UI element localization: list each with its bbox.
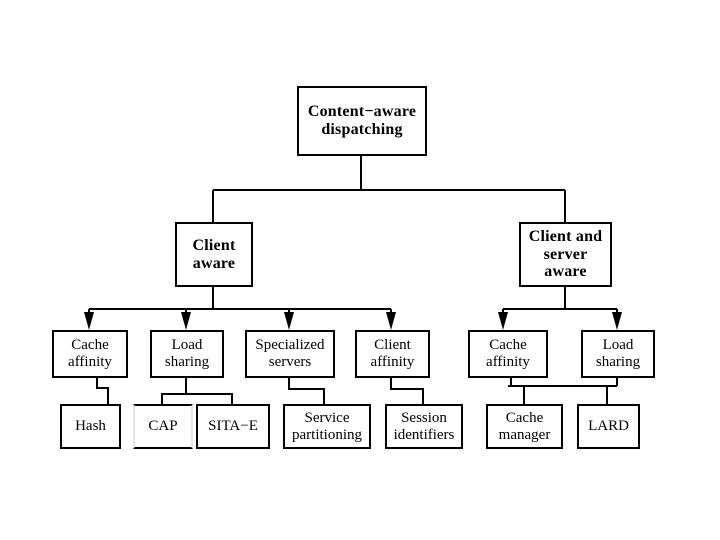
node-cap[interactable]: CAP — [133, 404, 193, 449]
node-service-partitioning[interactable]: Service partitioning — [283, 404, 371, 449]
node-hash[interactable]: Hash — [60, 404, 121, 449]
arrowhead-cache-affinity-left — [84, 312, 94, 330]
node-label: Load sharing — [164, 337, 210, 370]
node-client-and-server-aware[interactable]: Client and server aware — [519, 222, 612, 287]
node-label: LARD — [588, 418, 629, 435]
node-label: Cache affinity — [68, 337, 112, 370]
node-cache-manager[interactable]: Cache manager — [486, 404, 563, 449]
node-cache-affinity-client-server[interactable]: Cache affinity — [468, 330, 548, 378]
arrowhead-specialized-servers — [284, 312, 294, 330]
node-cache-affinity-client[interactable]: Cache affinity — [52, 330, 128, 378]
node-sita-e[interactable]: SITA−E — [196, 404, 270, 449]
node-label: Cache affinity — [486, 337, 530, 370]
edge-specialized-servicepart — [288, 378, 325, 404]
node-client-aware[interactable]: Client aware — [175, 222, 253, 287]
arrowhead-client-affinity — [386, 312, 396, 330]
node-label: Specialized servers — [255, 337, 325, 370]
node-label: Content−aware dispatching — [307, 103, 417, 138]
node-label: Load sharing — [595, 337, 641, 370]
edge-loadsharing-lard — [606, 378, 618, 404]
edge-loadsharing-cap-sitae — [161, 378, 233, 404]
node-label: Session identifiers — [393, 409, 455, 443]
node-specialized-servers[interactable]: Specialized servers — [245, 330, 335, 378]
node-lard[interactable]: LARD — [577, 404, 640, 449]
node-label: Client affinity — [370, 337, 415, 370]
node-label: Client aware — [192, 236, 236, 272]
node-load-sharing-client[interactable]: Load sharing — [150, 330, 224, 378]
arrowhead-load-sharing-left — [181, 312, 191, 330]
node-label: Client and server aware — [528, 227, 603, 281]
edge-cacheaffinity-cachemanager — [510, 378, 525, 404]
node-label: SITA−E — [208, 418, 258, 435]
edge-clientaffinity-sessionid — [390, 378, 424, 404]
node-load-sharing-client-server[interactable]: Load sharing — [581, 330, 655, 378]
node-label: CAP — [148, 418, 178, 435]
node-label: Hash — [75, 418, 106, 435]
arrowhead-load-sharing-right — [612, 312, 622, 330]
arrowhead-cache-affinity-right — [498, 312, 508, 330]
node-label: Service partitioning — [292, 409, 362, 443]
node-label: Cache manager — [498, 409, 551, 443]
node-client-affinity[interactable]: Client affinity — [355, 330, 430, 378]
edge-cacheaffinity-hash — [96, 378, 109, 404]
node-content-aware-dispatching[interactable]: Content−aware dispatching — [297, 86, 427, 156]
arrowheads — [84, 312, 622, 330]
node-session-identifiers[interactable]: Session identifiers — [385, 404, 463, 449]
